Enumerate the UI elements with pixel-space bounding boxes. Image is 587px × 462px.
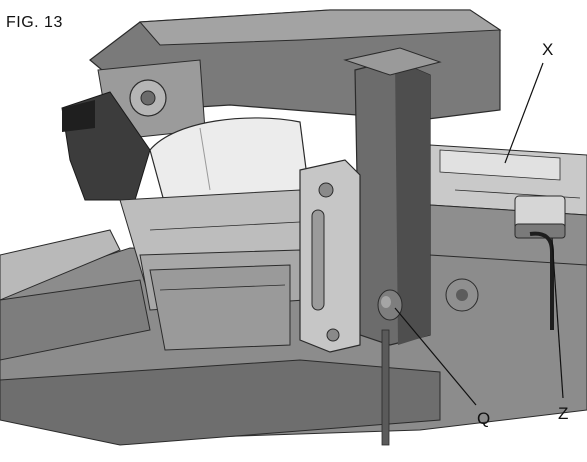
front-guard [61, 91, 151, 201]
callout-x-label: X [542, 40, 554, 59]
clamp-knob [377, 289, 403, 321]
lock-block [514, 195, 566, 330]
side-wheel [445, 278, 479, 312]
callout-q-label: Q [477, 409, 491, 428]
vertical-rod [381, 329, 390, 446]
bevel-plate [299, 159, 361, 353]
base-table [0, 229, 587, 446]
central-column [343, 47, 442, 346]
carriage [119, 189, 321, 351]
callout-z-label: Z [558, 404, 569, 423]
blade-guard [149, 117, 311, 206]
leader-lines [394, 62, 564, 406]
figure-label: FIG. 13 [6, 14, 63, 31]
